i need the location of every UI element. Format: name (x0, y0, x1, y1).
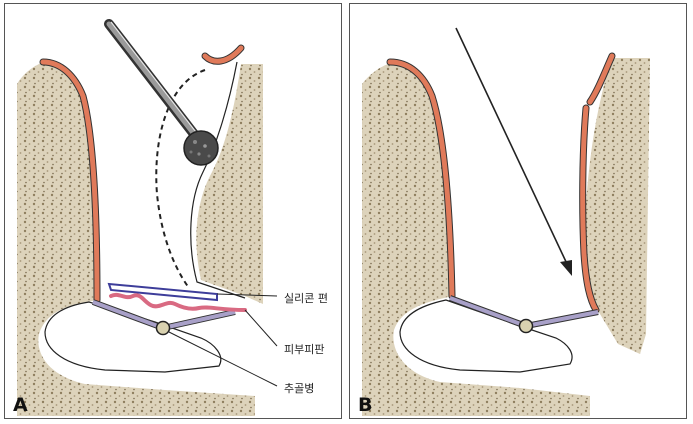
silicone-piece (107, 282, 218, 302)
right-canal-bone (585, 58, 650, 354)
panel-label-b: B (358, 394, 373, 416)
panel-a-illustration (17, 19, 278, 416)
panel-b: B (349, 3, 687, 419)
skin-flap (109, 292, 247, 312)
callout-cholesteatoma: 추골병 (284, 382, 315, 395)
left-canal-bone (362, 61, 590, 416)
middle-ear-cavity (399, 299, 573, 373)
panel-a: A 실리콘 편 피부피판 추골병 (4, 3, 342, 419)
leader-skin-flap (244, 309, 278, 347)
left-canal-bone (17, 61, 255, 416)
callout-skin-flap: 피부피판 (284, 343, 325, 356)
malleus-handle (155, 320, 171, 336)
malleus-handle (518, 318, 534, 334)
right-canal-bone-outline (190, 61, 246, 299)
leader-cholesteatoma (168, 331, 278, 387)
burr-drill-icon (183, 130, 219, 166)
leader-silicone (216, 293, 278, 297)
right-canal-bone (196, 64, 263, 304)
arrow-head (560, 260, 572, 276)
callout-silicone-piece: 실리콘 편 (284, 292, 328, 305)
direction-arrow-icon (455, 27, 569, 267)
middle-ear-cavity (44, 301, 222, 373)
panel-b-illustration (362, 27, 650, 416)
panel-label-a: A (13, 394, 28, 416)
